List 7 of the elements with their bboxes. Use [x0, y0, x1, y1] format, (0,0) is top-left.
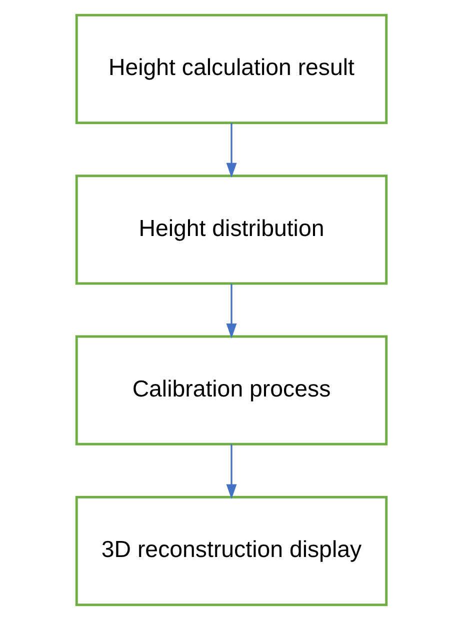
node-box: Height calculation result	[75, 14, 388, 124]
arrow	[226, 284, 237, 338]
node-box: Height distribution	[75, 174, 388, 285]
arrow	[226, 123, 237, 178]
node-box: 3D reconstruction display	[75, 496, 388, 606]
node-box: Calibration process	[75, 335, 388, 446]
arrow	[226, 444, 237, 500]
